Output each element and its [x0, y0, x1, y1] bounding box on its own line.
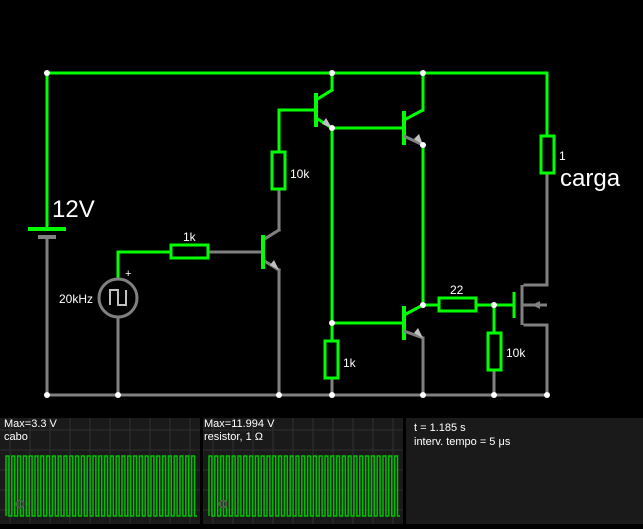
resistor-gate-pulldown-label: 10k [506, 346, 526, 360]
resistor-gate-label: 22 [450, 283, 464, 297]
scope-panel-2[interactable]: Max=11.994 V resistor, 1 Ω [203, 418, 403, 524]
scope-2-display[interactable] [203, 418, 403, 524]
status-panel: t = 1.185 s interv. tempo = 5 μs [406, 418, 643, 524]
battery-12v[interactable] [28, 227, 66, 239]
resistor-input-1k[interactable] [169, 243, 210, 260]
gear-icon[interactable] [217, 498, 229, 510]
wire[interactable] [313, 87, 335, 103]
battery-label: 12V [52, 196, 95, 223]
timestep-label: interv. tempo = 5 μs [414, 436, 511, 448]
scope-1-max: Max=3.3 V [4, 418, 57, 430]
gear-icon[interactable] [14, 498, 26, 510]
scope-2-max: Max=11.994 V [204, 418, 275, 430]
scope-1-display[interactable] [0, 418, 200, 524]
circuit-canvas[interactable]: 12V 20kHz + 1k 10k 1 carga 1k 22 10k [0, 0, 643, 420]
resistor-gate-22[interactable] [437, 296, 478, 313]
wire[interactable] [260, 227, 282, 243]
resistor-pullup-label: 10k [290, 167, 310, 181]
resistor-load-label: 1 [559, 149, 566, 163]
source-polarity: + [125, 268, 131, 280]
sim-time-label: t = 1.185 s [414, 422, 466, 434]
resistor-emitter-label: 1k [343, 356, 357, 370]
resistor-input-label: 1k [183, 230, 197, 244]
resistor-pullup-10k[interactable] [270, 150, 287, 191]
scope-1-name: cabo [4, 431, 28, 443]
square-wave-source[interactable] [97, 277, 139, 319]
scope-panel-1[interactable]: Max=3.3 V cabo [0, 418, 200, 524]
load-name-label: carga [560, 165, 621, 192]
source-label: 20kHz [59, 292, 93, 306]
resistor-emitter-1k[interactable] [323, 339, 340, 380]
scope-2-name: resistor, 1 Ω [204, 431, 263, 443]
resistor-gate-pulldown-10k[interactable] [486, 331, 503, 372]
resistor-load-1[interactable] [539, 134, 556, 175]
